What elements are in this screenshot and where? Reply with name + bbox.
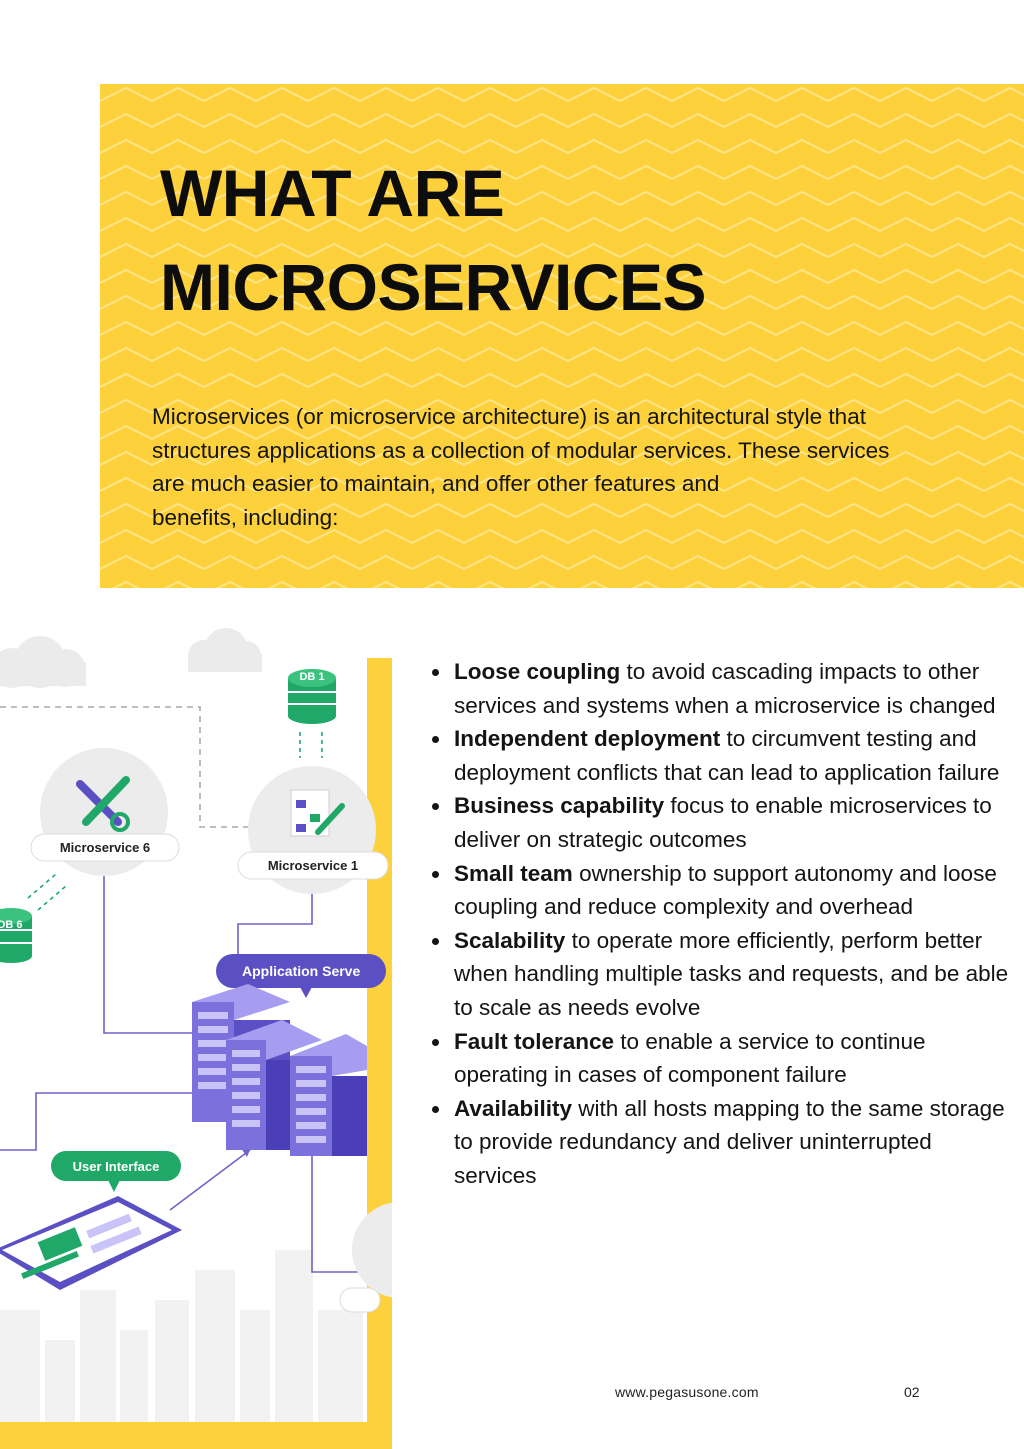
cloud-icon [0,636,86,688]
benefit-text: to avoid cascading impacts to other serv… [454,659,996,718]
db1-label: DB 1 [299,671,324,683]
zigzag-pattern [100,84,1024,588]
benefits-list: Loose coupling to avoid cascading impact… [430,655,1010,1193]
yellow-frame-bar [367,658,392,1449]
benefit-text: focus to enable microservices to deliver… [454,793,992,852]
intro-line: structures applications as a collection … [152,437,890,463]
microservice-6-node: Microservice 6 [30,748,180,876]
intro-line: Microservices (or microservice architect… [152,404,866,429]
page-title: WHAT ARE MICROSERVICES [160,146,707,334]
user-interface-label: User Interface [73,1159,160,1174]
user-interface-bubble: User Interface [51,1151,181,1192]
benefit-term: Loose coupling [454,659,621,684]
sync-arrows [27,873,67,911]
city-skyline [0,1250,363,1422]
benefit-term: Small team [454,860,573,886]
list-item: Independent deployment to circumvent tes… [430,722,1010,789]
intro-line: benefits, including: [152,505,339,531]
benefit-text: with all hosts mapping to the same stora… [454,1095,1005,1188]
app-server-label: Application Serve [242,963,360,979]
cloud-icon [188,628,262,672]
network-lines [0,858,367,1273]
benefit-text: ownership to support autonomy and loose … [454,860,997,920]
app-server-bubble: Application Serve [216,954,386,998]
partial-node-label [339,1287,381,1313]
server-rack-icon [290,1034,367,1156]
intro-paragraph: Microservices (or microservice architect… [152,400,972,535]
tools-icon [76,776,130,832]
flowchart-icon [290,789,345,837]
microservices-illustration: DB 1 Microservice 6 [0,610,392,1449]
hero-banner: WHAT ARE MICROSERVICES Microservices (or… [100,84,1024,588]
db6-label: DB 6 [0,919,23,931]
sync-arrows [299,732,323,758]
benefit-term: Scalability [454,927,566,953]
title-line: MICROSERVICES [160,250,707,324]
page-number: 02 [904,1384,920,1400]
benefit-text: to circumvent testing and deployment con… [454,726,1000,785]
list-item: Scalability to operate more efficiently,… [430,924,1010,1025]
list-item: Availability with all hosts mapping to t… [430,1092,1010,1193]
benefit-text: to enable a service to continue operatin… [454,1028,926,1088]
database-icon: DB 1 [288,669,336,724]
list-item: Loose coupling to avoid cascading impact… [430,655,1010,722]
benefit-term: Fault tolerance [454,1028,615,1054]
list-item: Business capability focus to enable micr… [430,789,1010,856]
benefit-term: Business capability [454,793,665,819]
footer-website: www.pegasusone.com [615,1384,759,1400]
benefit-term: Availability [454,1095,572,1121]
architecture-diagram: DB 1 Microservice 6 [0,628,392,1449]
intro-line: are much easier to maintain, and offer o… [152,471,720,497]
benefit-text: to operate more efficiently, perform bet… [454,927,1009,1020]
database-icon: DB 6 [0,908,32,963]
title-line: WHAT ARE [160,156,505,230]
list-item: Fault tolerance to enable a service to c… [430,1025,1010,1092]
smartphone-icon [0,1196,182,1290]
benefit-term: Independent deployment [454,726,721,752]
partial-node [352,1202,392,1298]
microservice6-label: Microservice 6 [60,840,150,855]
yellow-frame-bottom [0,1422,392,1449]
microservice-1-node: Microservice 1 [237,766,389,894]
microservice1-label: Microservice 1 [268,858,358,873]
list-item: Small team ownership to support autonomy… [430,857,1010,924]
dashed-connectors [0,706,248,828]
